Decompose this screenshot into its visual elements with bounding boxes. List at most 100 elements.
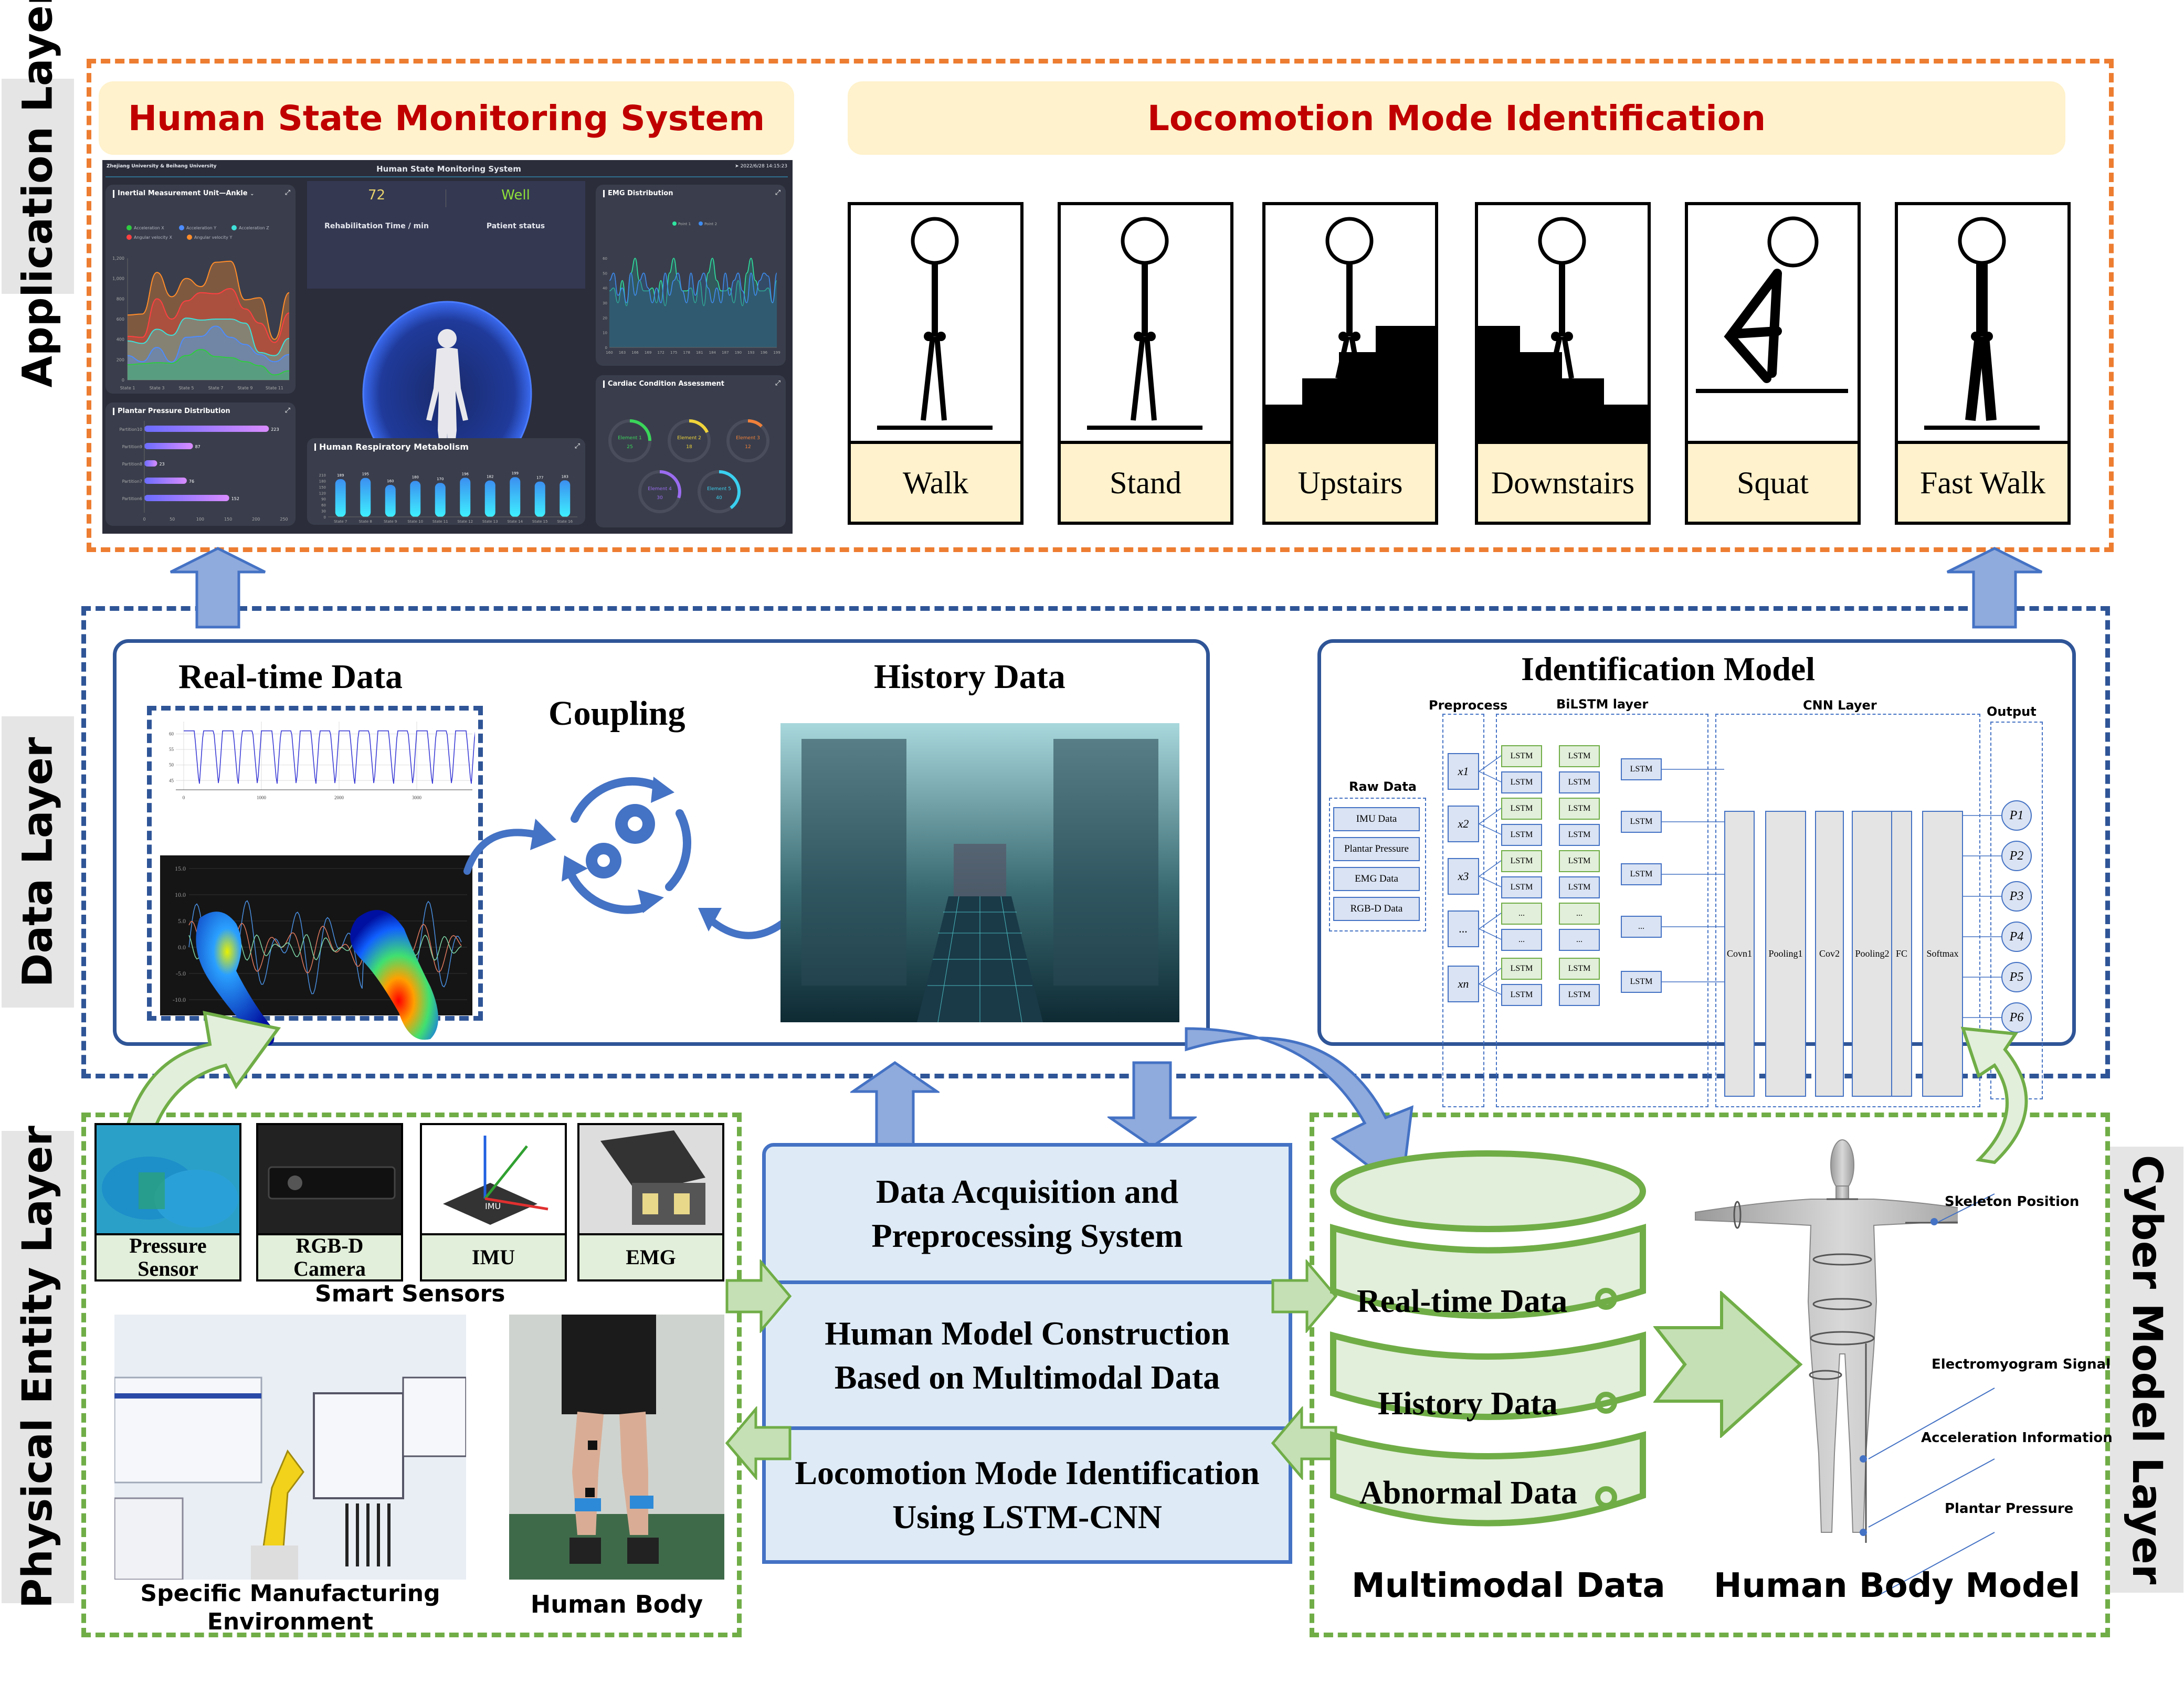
cyber-layer-text: Cyber Model Layer [2123, 1155, 2170, 1585]
gauge-label: Element 5 [707, 486, 731, 492]
cnn-stage: Softmax [1922, 811, 1963, 1097]
expand-icon[interactable]: ⤢ [284, 407, 290, 415]
sensor-image [94, 1123, 241, 1236]
raw-data-group [1329, 798, 1426, 931]
mode-label-squat: Squat [1685, 441, 1861, 525]
annotation-skeleton-position: Skeleton Position [1945, 1194, 2080, 1210]
y-tick-label: 0 [605, 346, 607, 350]
x-tick-label: State 11 [266, 386, 283, 390]
human-model-construction-box[interactable]: Human Model Construction Based on Multim… [762, 1280, 1292, 1430]
x-tick-label: State 13 [482, 520, 498, 524]
category-label: Partition6 [122, 496, 142, 501]
status-label: Patient status [486, 222, 545, 230]
y-tick-label: 20 [603, 316, 607, 320]
mode-label-up: Upstairs [1262, 441, 1438, 525]
cnn-stage: Covn1 [1724, 811, 1755, 1097]
bilstm-group [1496, 714, 1708, 1107]
plantar-pressure-heatmaps [196, 910, 438, 1045]
y-tick-label: 600 [117, 317, 124, 322]
gauge-arc [747, 419, 763, 428]
area-acceleration-x [128, 350, 289, 380]
cnn-label: CNN Layer [1803, 698, 1877, 713]
x-tick-label: 50 [170, 517, 175, 522]
chevron-down-icon[interactable]: ⌄ [250, 191, 255, 197]
bilstm-label: BiLSTM layer [1556, 697, 1649, 712]
gauge-arc [659, 470, 681, 499]
expand-icon[interactable]: ⤢ [775, 189, 780, 197]
x-tick-label: State 10 [407, 520, 423, 524]
x-tick-label: 193 [747, 351, 754, 355]
expand-icon[interactable]: ⤢ [775, 379, 780, 387]
raw-input-box: IMU Data [1333, 807, 1420, 831]
emg-line-2 [609, 272, 777, 303]
db-abnormal-data: Abnormal Data [1359, 1475, 1578, 1511]
monitoring-banner-title: Human State Monitoring System [128, 98, 765, 139]
y-tick-label: 10.0 [175, 891, 186, 898]
y-tick-label: 60 [321, 503, 326, 507]
application-layer-label: Application Layer [2, 0, 74, 387]
locomotion-identification-box[interactable]: Locomotion Mode Identification Using LST… [762, 1426, 1292, 1564]
x-tick-label: State 11 [432, 520, 448, 524]
bar [410, 481, 421, 517]
application-layer-text: Application Layer [14, 0, 62, 388]
y-tick-label: -5.0 [176, 970, 186, 977]
category-label: Partition9 [122, 444, 142, 449]
curved-arrow-realtime-to-coupling [463, 819, 556, 875]
multimodal-data-label: Multimodal Data [1352, 1566, 1665, 1605]
locomotion-banner-title: Locomotion Mode Identification [1147, 98, 1766, 139]
area-acceleration-z [128, 318, 289, 380]
gauge-arc [689, 419, 709, 433]
gauge-value: 25 [627, 444, 632, 450]
cnn-stage: FC [1891, 811, 1912, 1097]
output-node: P5 [2001, 962, 2032, 992]
bar [144, 426, 269, 432]
y-tick-label: -10.0 [173, 996, 186, 1003]
imu-card: Inertial Measurement Unit—Ankle ⌄ ⤢ Acce… [105, 185, 296, 394]
gear-icon [586, 804, 655, 878]
bar-value-label: 160 [387, 479, 394, 483]
bar-value-label: 177 [536, 476, 543, 480]
stick-figure-down [1475, 202, 1651, 446]
preprocess-node: ... [1448, 910, 1479, 947]
lstm-cell: LSTM [1559, 824, 1600, 846]
x-tick-label: State 16 [557, 520, 573, 524]
human-body-model [1695, 1139, 1958, 1543]
mode-card-stand: Stand [1058, 202, 1233, 525]
area-angular-velocity-x [128, 289, 289, 380]
x-tick-label: 163 [619, 351, 626, 355]
bar [360, 478, 371, 517]
bar [510, 477, 521, 517]
y-tick-label: 60 [169, 732, 174, 737]
y-tick-label: 800 [117, 296, 124, 301]
lstm-cell: LSTM [1559, 771, 1600, 793]
data-acquisition-system-box[interactable]: Data Acquisition and Preprocessing Syste… [762, 1143, 1292, 1285]
expand-icon[interactable]: ⤢ [574, 442, 580, 450]
monitoring-banner: Human State Monitoring System [99, 81, 794, 155]
cyber-layer-label: Cyber Model Layer [2110, 1147, 2183, 1593]
human-body-photo [509, 1315, 724, 1580]
emg-area-2 [609, 273, 777, 347]
y-tick-label: 50 [169, 763, 174, 768]
identification-model-title: Identification Model [1521, 650, 1815, 687]
y-tick-label: 40 [603, 287, 607, 291]
plantar-card-title: Plantar Pressure Distribution [113, 408, 230, 415]
mode-card-up: Upstairs [1262, 202, 1438, 525]
expand-icon[interactable]: ⤢ [284, 189, 290, 197]
legend-swatch [179, 225, 184, 230]
sensor-label: EMG [577, 1233, 724, 1282]
mode-card-fast: Fast Walk [1895, 202, 2071, 525]
y-tick-label: 400 [117, 337, 124, 342]
preprocess-node: xn [1448, 966, 1479, 1002]
x-tick-label: State 7 [208, 386, 224, 390]
left-foot-heatmap [196, 912, 275, 1045]
lstm-cell: LSTM [1501, 824, 1542, 846]
x-tick-label: State 7 [334, 520, 347, 524]
preprocess-node-label: x3 [1458, 870, 1469, 883]
lstm-cell: LSTM [1559, 745, 1600, 767]
gauge-label: Element 2 [677, 436, 701, 441]
x-tick-label: 200 [252, 517, 260, 522]
gauge-track [726, 419, 769, 462]
